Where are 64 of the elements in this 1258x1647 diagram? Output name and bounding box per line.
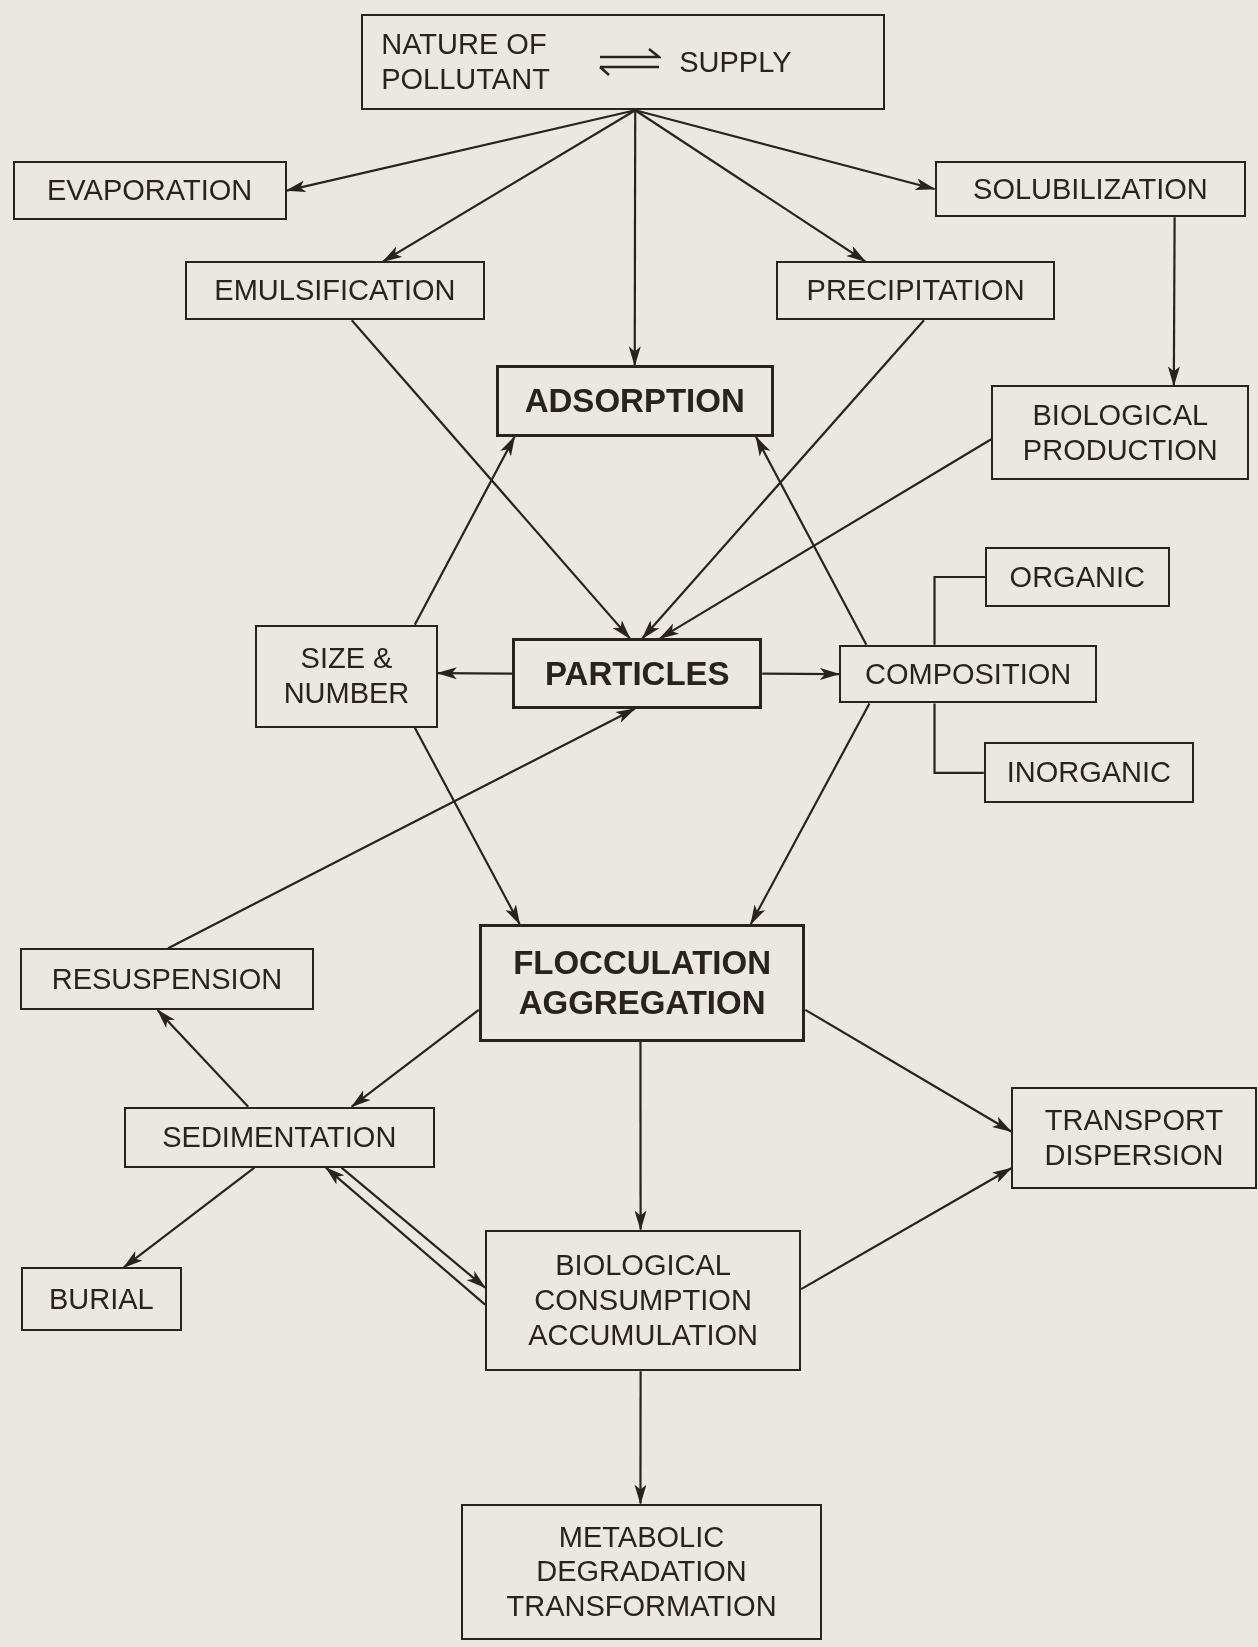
arrow: [413, 727, 521, 925]
node-label: FLOCCULATION AGGREGATION: [512, 943, 772, 1023]
node-label: INORGANIC: [1006, 755, 1171, 791]
node-label: EVAPORATION: [47, 173, 253, 208]
process-box: [984, 547, 1170, 607]
arrow: [634, 109, 867, 263]
process-box: [460, 1503, 823, 1641]
node-label: TRANSPORT DISPERSION: [1043, 1102, 1225, 1173]
node-label: PARTICLES: [545, 653, 730, 694]
arrow: [800, 1167, 1012, 1291]
arrow: [413, 435, 516, 626]
arrow: [350, 1008, 480, 1108]
process-box: [1011, 1086, 1257, 1189]
arrow: [641, 319, 925, 640]
process-box: [934, 160, 1247, 218]
process-box: [255, 624, 438, 728]
process-box: [478, 924, 806, 1042]
node-label: ADSORPTION: [524, 381, 745, 421]
node-label: NATURE OF POLLUTANT: [381, 27, 551, 97]
arrow: [156, 1009, 250, 1108]
process-box: [21, 1267, 182, 1332]
process-box: [512, 638, 763, 709]
process-box: [361, 13, 886, 111]
arrow: [436, 667, 513, 680]
arrow: [382, 109, 636, 263]
node-label: RESUSPENSION: [51, 961, 283, 997]
process-box: [12, 160, 287, 221]
node-label: PRECIPITATION: [806, 273, 1025, 309]
arrow: [762, 667, 840, 680]
process-box: [991, 385, 1250, 480]
arrow: [340, 1166, 486, 1289]
arrow: [628, 110, 641, 367]
process-box: [838, 644, 1098, 704]
arrow: [659, 438, 992, 640]
process-box: [495, 365, 774, 437]
process-box: [123, 1106, 435, 1168]
arrow: [1167, 217, 1180, 387]
process-box: [184, 261, 486, 321]
node-label: BIOLOGICAL PRODUCTION: [1021, 397, 1219, 468]
process-box: [19, 948, 314, 1011]
arrow: [804, 1008, 1012, 1133]
arrow: [755, 435, 868, 646]
arrow: [350, 319, 631, 640]
process-box: [485, 1229, 802, 1372]
node-label: ORGANIC: [1009, 559, 1145, 595]
arrow: [167, 707, 636, 950]
node-label: BIOLOGICAL CONSUMPTION ACCUMULATION: [527, 1248, 760, 1353]
node-label: BURIAL: [48, 1281, 154, 1317]
node-label: EMULSIFICATION: [214, 273, 456, 309]
arrow: [634, 1041, 647, 1231]
node-label: SIZE & NUMBER: [282, 641, 411, 711]
process-box: [983, 742, 1194, 804]
connector-line: [933, 575, 985, 645]
arrow: [325, 1166, 486, 1306]
arrow: [749, 703, 871, 925]
node-label: SOLUBILIZATION: [973, 171, 1208, 207]
node-label: SUPPLY: [679, 44, 792, 80]
node-label: SEDIMENTATION: [162, 1119, 397, 1155]
arrow: [123, 1166, 256, 1269]
node-label: METABOLIC DEGRADATION TRANSFORMATION: [505, 1519, 778, 1625]
connector-line: [933, 703, 984, 774]
process-box: [775, 261, 1056, 321]
node-label: COMPOSITION: [864, 656, 1072, 692]
arrow: [634, 1371, 647, 1505]
